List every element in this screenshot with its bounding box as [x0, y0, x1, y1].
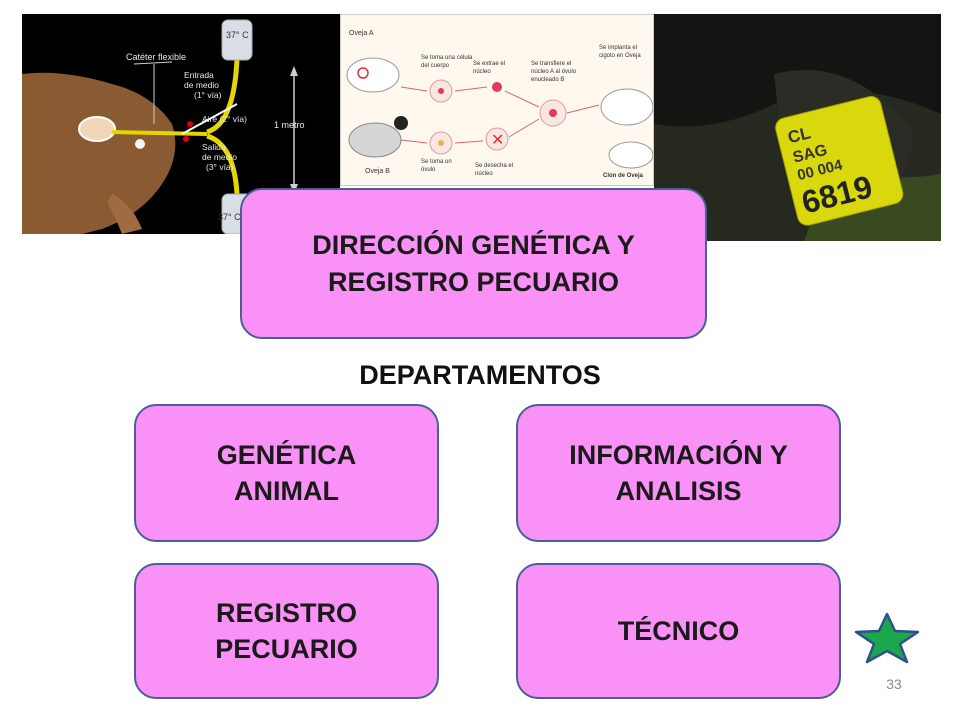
- main-direction-box: DIRECCIÓN GENÉTICA Y REGISTRO PECUARIO: [240, 188, 707, 339]
- label-outlet-3: (3° vía): [206, 162, 234, 172]
- ear-tag-photo: CL SAG 00 004 6819: [654, 14, 941, 241]
- label-temp-top: 37° C: [226, 30, 249, 40]
- tag-line-1: CL: [786, 123, 813, 147]
- department-box-informacion-analisis: INFORMACIÓN Y ANALISIS: [516, 404, 841, 542]
- label-sheep-a: Oveja A: [349, 30, 374, 37]
- departments-heading: DEPARTAMENTOS: [359, 360, 601, 390]
- department-box-registro-pecuario: REGISTRO PECUARIO: [134, 563, 439, 699]
- star-shape: [854, 612, 920, 664]
- department-label: GENÉTICA ANIMAL: [216, 439, 357, 506]
- svg-text:✕: ✕: [491, 132, 504, 149]
- department-label: TÉCNICO: [617, 615, 740, 646]
- label-sheep-b: Oveja B: [365, 168, 390, 175]
- label-air: Aire (2° vía): [202, 114, 247, 124]
- label-inlet-3: (1° vía): [194, 90, 222, 100]
- main-direction-text: DIRECCIÓN GENÉTICA Y REGISTRO PECUARIO: [312, 230, 635, 297]
- label-catheter: Catéter flexible: [126, 52, 186, 62]
- department-box-tecnico: TÉCNICO: [516, 563, 841, 699]
- label-inlet-1: Entrada: [184, 70, 214, 80]
- label-temp-bottom: 37° C: [218, 212, 241, 222]
- department-label: INFORMACIÓN Y ANALISIS: [569, 439, 788, 506]
- star-icon[interactable]: [852, 612, 922, 664]
- department-box-genetica-animal: GENÉTICA ANIMAL: [134, 404, 439, 542]
- department-label: REGISTRO PECUARIO: [215, 597, 358, 664]
- label-outlet-1: Salida: [202, 142, 226, 152]
- label-clone: Clon de Oveja: [603, 173, 644, 179]
- page-number: 33: [886, 676, 902, 692]
- label-inlet-2: de medio: [184, 80, 219, 90]
- label-meter: 1 metro: [274, 120, 305, 130]
- label-outlet-2: de medio: [202, 152, 237, 162]
